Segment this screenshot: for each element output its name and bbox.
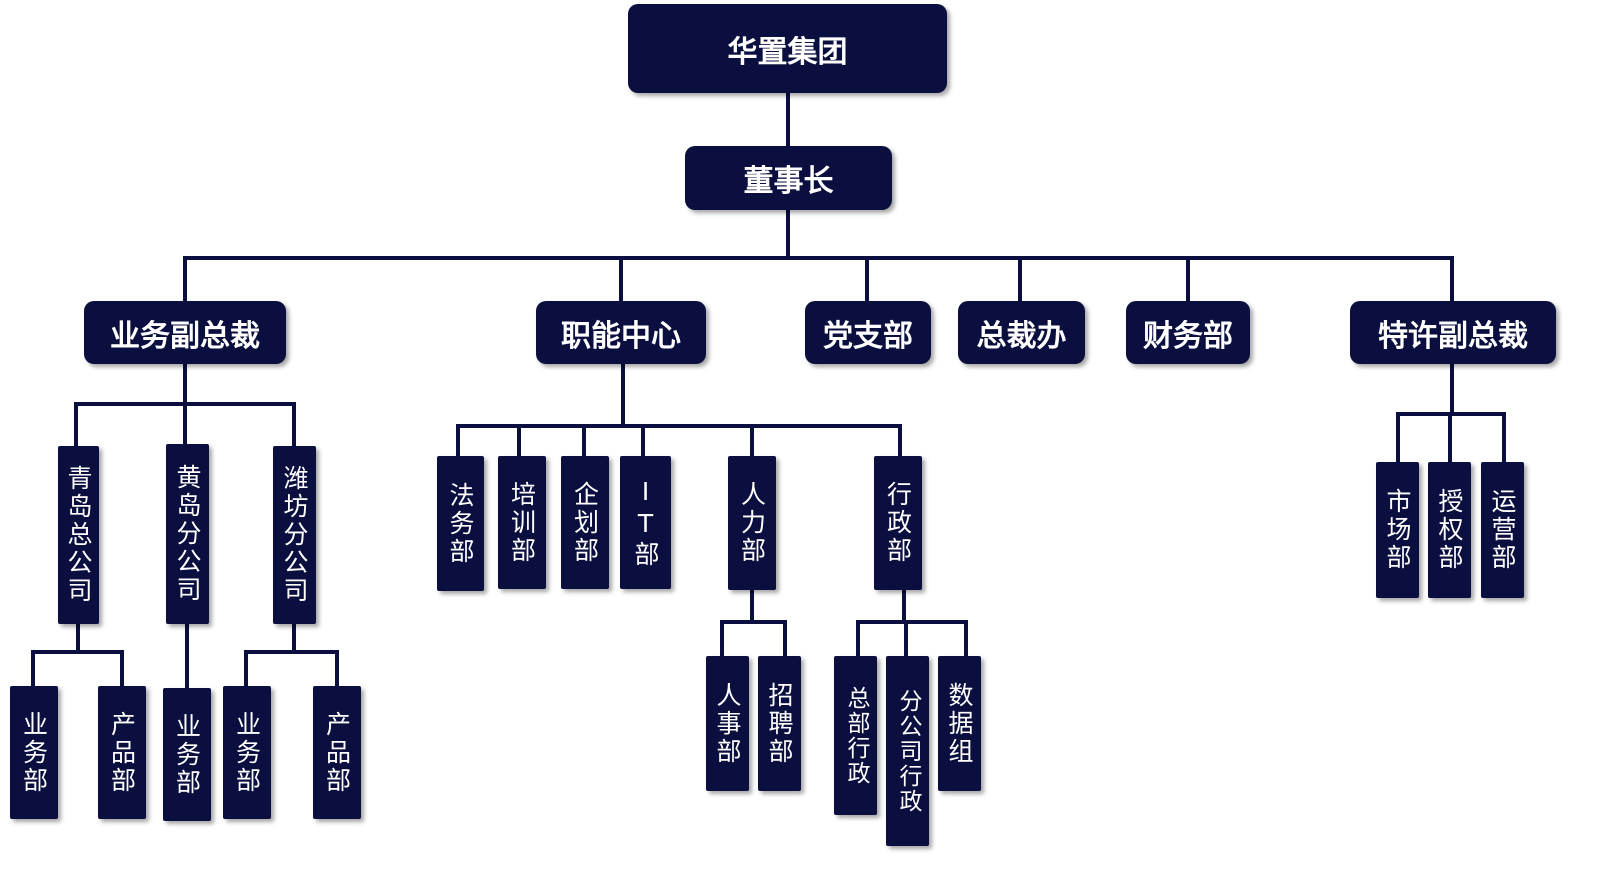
node-hr-dept: 人力部 <box>728 456 776 590</box>
node-market-dept: 市场部 <box>1376 462 1419 598</box>
node-qingdao-business-dept: 业务部 <box>10 686 58 819</box>
node-vp-business: 业务副总裁 <box>84 301 286 364</box>
node-qingdao-product-dept: 产品部 <box>98 686 146 819</box>
node-hq-admin: 总部行政 <box>834 656 877 815</box>
node-huangdao-branch: 黄岛分公司 <box>166 444 209 624</box>
node-weifang-branch: 潍坊分公司 <box>273 446 316 624</box>
node-training-dept: 培训部 <box>498 456 546 589</box>
node-legal-dept: 法务部 <box>437 456 484 591</box>
node-authorization-dept: 授权部 <box>1428 462 1471 598</box>
node-president-office: 总裁办 <box>958 301 1085 364</box>
node-data-team: 数据组 <box>938 656 981 791</box>
node-root: 华置集团 <box>628 4 947 93</box>
node-weifang-product-dept: 产品部 <box>313 686 361 819</box>
node-personnel-dept: 人事部 <box>706 656 749 791</box>
node-functional-center: 职能中心 <box>536 301 706 364</box>
node-party-branch: 党支部 <box>805 301 931 364</box>
node-it-dept: IT部 <box>620 456 671 589</box>
node-recruiting-dept: 招聘部 <box>758 656 801 791</box>
node-huangdao-business-dept: 业务部 <box>163 688 211 821</box>
node-planning-dept: 企划部 <box>561 456 609 589</box>
node-operations-dept: 运营部 <box>1481 462 1524 598</box>
node-branch-admin: 分公司行政 <box>886 656 929 846</box>
node-vp-franchise: 特许副总裁 <box>1350 301 1556 364</box>
node-weifang-business-dept: 业务部 <box>223 686 271 819</box>
node-qingdao-hq: 青岛总公司 <box>58 446 99 624</box>
node-admin-dept: 行政部 <box>874 456 922 590</box>
node-chairman: 董事长 <box>685 146 892 210</box>
node-finance: 财务部 <box>1126 301 1250 364</box>
